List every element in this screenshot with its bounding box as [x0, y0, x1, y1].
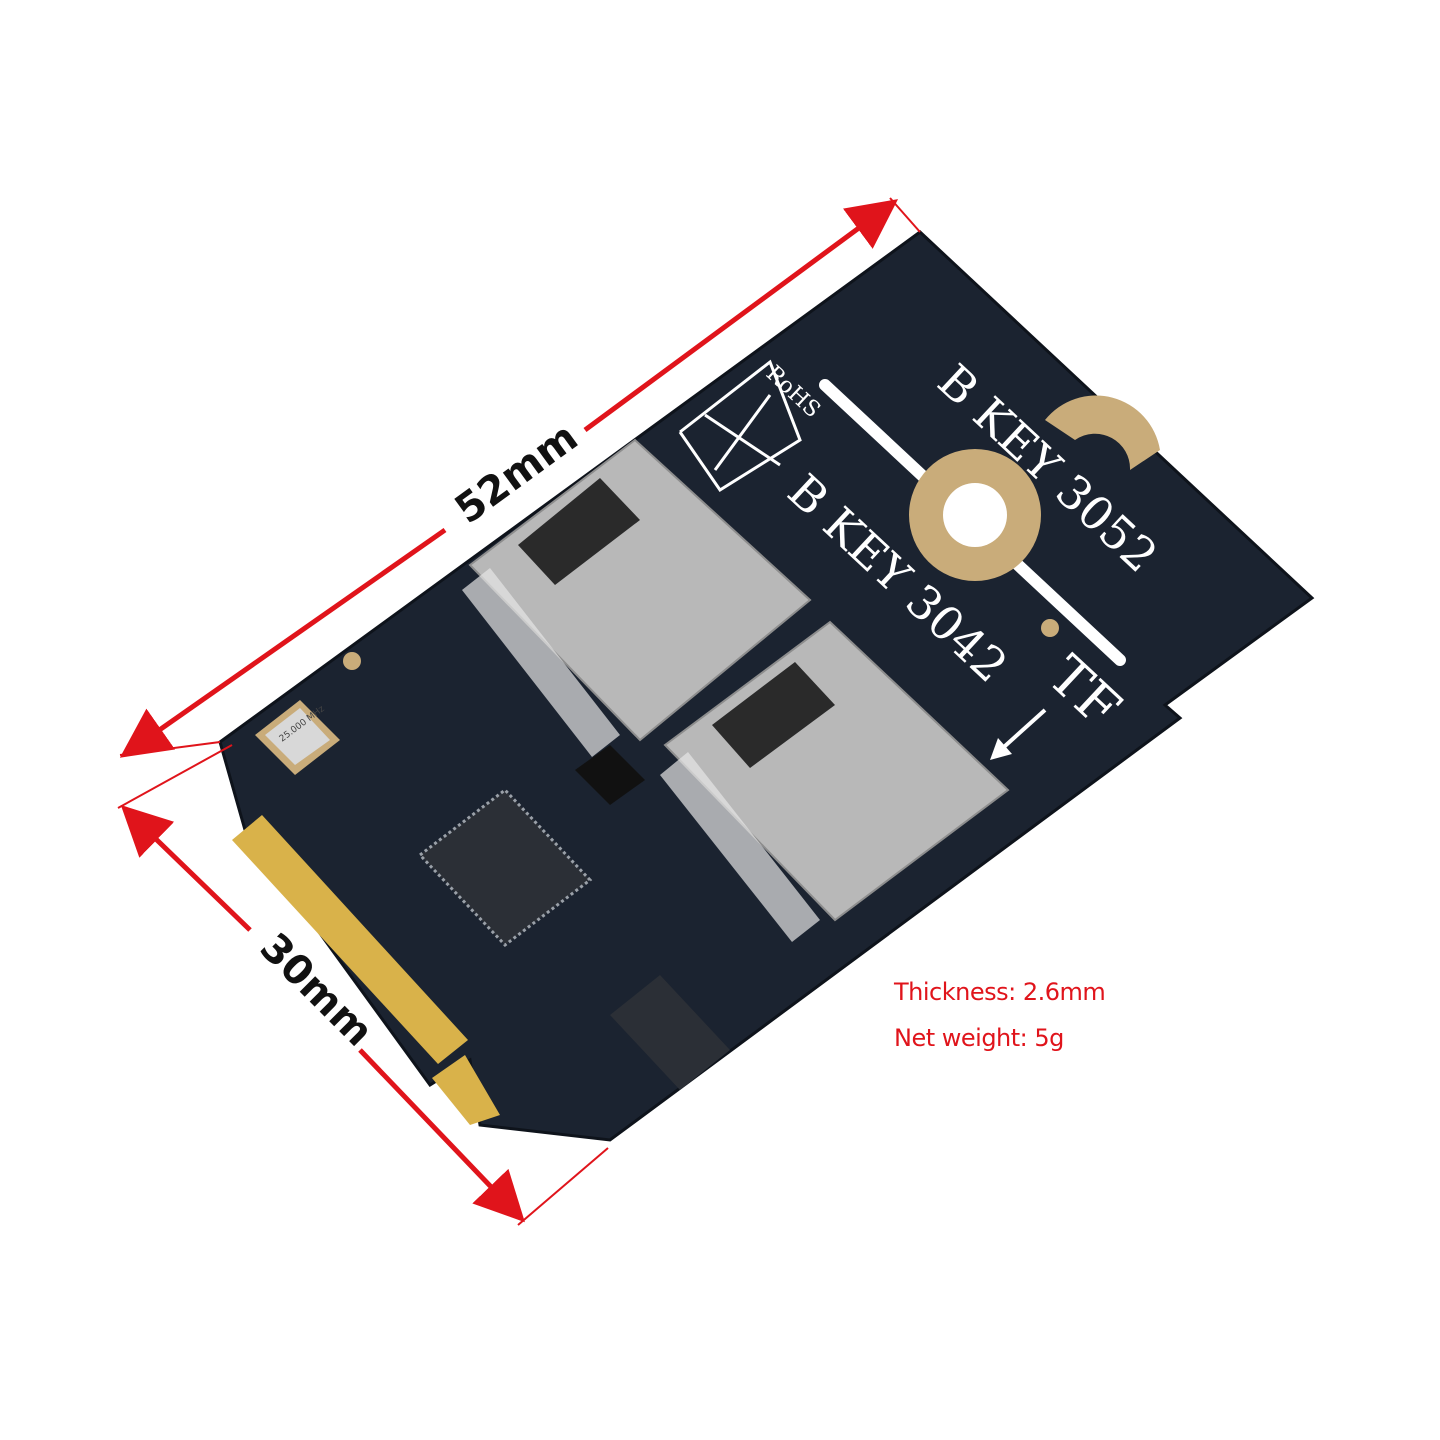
gold-connector-small — [432, 1055, 500, 1125]
weee-bin-icon — [678, 359, 802, 493]
tf-card-slot-1 — [462, 438, 812, 757]
half-pad — [1045, 395, 1160, 470]
controller-chip — [417, 787, 593, 948]
flash-chip — [610, 975, 730, 1090]
thickness-spec: Thickness: 2.6mm — [894, 978, 1106, 1006]
tf-card-slot-2 — [660, 620, 1010, 942]
gold-connector — [232, 815, 468, 1064]
weight-spec: Net weight: 5g — [894, 1024, 1064, 1052]
small-chip — [575, 745, 645, 805]
crystal-oscillator: 25.000 MHz — [255, 700, 340, 775]
